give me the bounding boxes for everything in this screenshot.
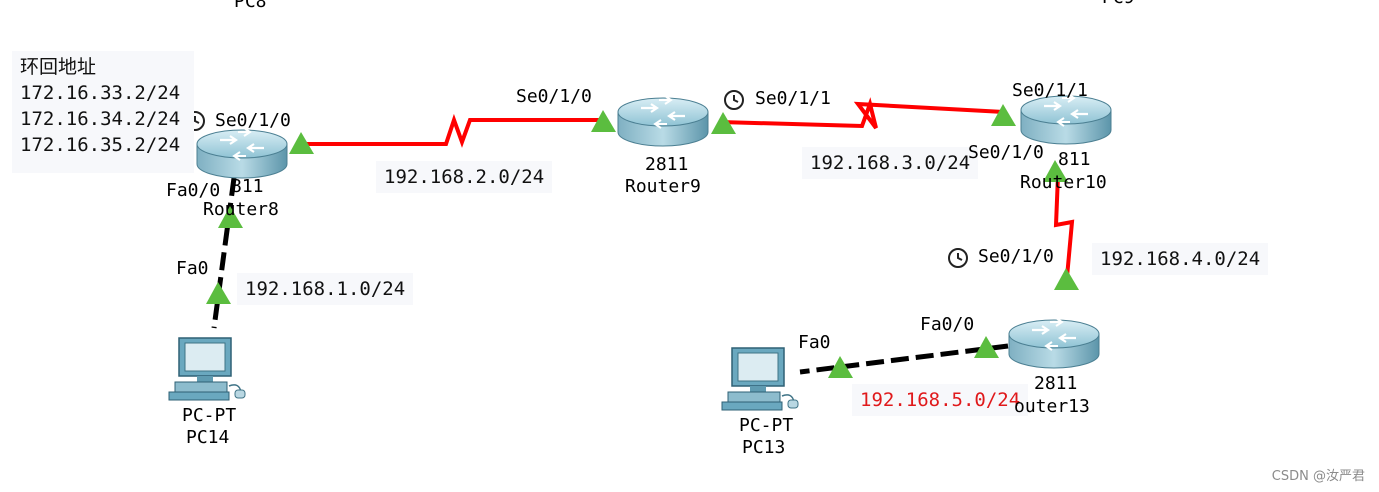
router13-icon[interactable] xyxy=(1007,316,1101,370)
link-up-marker xyxy=(991,104,1016,126)
interface-label-r9-se011: Se0/1/1 xyxy=(755,88,831,109)
interface-label-r10-se010: Se0/1/0 xyxy=(968,142,1044,163)
network-label-192-168-5: 192.168.5.0/24 xyxy=(852,384,1029,416)
router13-name: outer13 xyxy=(1014,396,1090,417)
link-up-marker xyxy=(206,282,231,304)
router10-model: 811 xyxy=(1058,149,1091,170)
router9-model: 2811 xyxy=(645,154,689,175)
watermark: CSDN @汝严君 xyxy=(1271,469,1365,484)
interface-label-r13-fa00: Fa0/0 xyxy=(920,314,975,335)
interface-label-r9-se010: Se0/1/0 xyxy=(516,86,592,107)
router10-icon[interactable] xyxy=(1019,92,1113,146)
link-up-marker xyxy=(1054,268,1079,290)
interface-label-r10-se011: Se0/1/1 xyxy=(1012,80,1088,101)
interface-label-r8-se010: Se0/1/0 xyxy=(215,110,291,131)
link-up-marker xyxy=(974,336,999,358)
router9-icon[interactable] xyxy=(616,94,710,148)
router8-model: 811 xyxy=(231,176,264,197)
link-r13-pc13 xyxy=(799,343,1009,375)
partial-label-pc9: PC9 xyxy=(1102,0,1135,8)
interface-label-r13-se010: Se0/1/0 xyxy=(978,246,1054,267)
pc13-name: PC13 xyxy=(742,437,786,458)
pc13-model: PC-PT xyxy=(739,415,794,436)
network-label-192-168-1: 192.168.1.0/24 xyxy=(237,273,414,305)
link-up-marker xyxy=(828,356,853,378)
link-r9-r10 xyxy=(719,97,1005,130)
loopback-address: 172.16.35.2/24 xyxy=(20,134,181,156)
router13-model: 2811 xyxy=(1034,373,1078,394)
clock-icon xyxy=(724,90,744,110)
network-label-192-168-2: 192.168.2.0/24 xyxy=(376,161,553,193)
loopback-note-title: 环回地址 xyxy=(20,56,97,78)
loopback-address: 172.16.34.2/24 xyxy=(20,108,181,130)
interface-label-pc14-fa0: Fa0 xyxy=(176,258,209,279)
link-markers xyxy=(206,104,1079,378)
loopback-address: 172.16.33.2/24 xyxy=(20,82,181,104)
pc14-name: PC14 xyxy=(186,427,230,448)
link-up-marker xyxy=(289,132,314,154)
link-r8-r9 xyxy=(296,113,600,148)
interface-label-pc13-fa0: Fa0 xyxy=(798,332,831,353)
pc13-icon[interactable] xyxy=(721,347,799,411)
interface-label-r8-fa00: Fa0/0 xyxy=(166,180,221,201)
pc14-icon[interactable] xyxy=(168,337,246,401)
link-up-marker xyxy=(218,206,243,228)
link-up-marker xyxy=(711,112,736,134)
network-label-192-168-4: 192.168.4.0/24 xyxy=(1092,243,1269,275)
router9-name: Router9 xyxy=(625,176,701,197)
clock-icon xyxy=(948,248,968,268)
link-up-marker xyxy=(1043,160,1068,182)
link-up-marker xyxy=(591,110,616,132)
network-label-192-168-3: 192.168.3.0/24 xyxy=(802,147,979,179)
link-r10-r13 xyxy=(1053,174,1075,289)
router8-icon[interactable] xyxy=(195,126,289,180)
loopback-note: 环回地址 172.16.33.2/24 172.16.34.2/24 172.1… xyxy=(12,51,194,173)
pc14-model: PC-PT xyxy=(182,405,237,426)
router10-name: Router10 xyxy=(1020,172,1107,193)
partial-label-pc8: PC8 xyxy=(234,0,267,12)
router8-name: Router8 xyxy=(203,199,279,220)
